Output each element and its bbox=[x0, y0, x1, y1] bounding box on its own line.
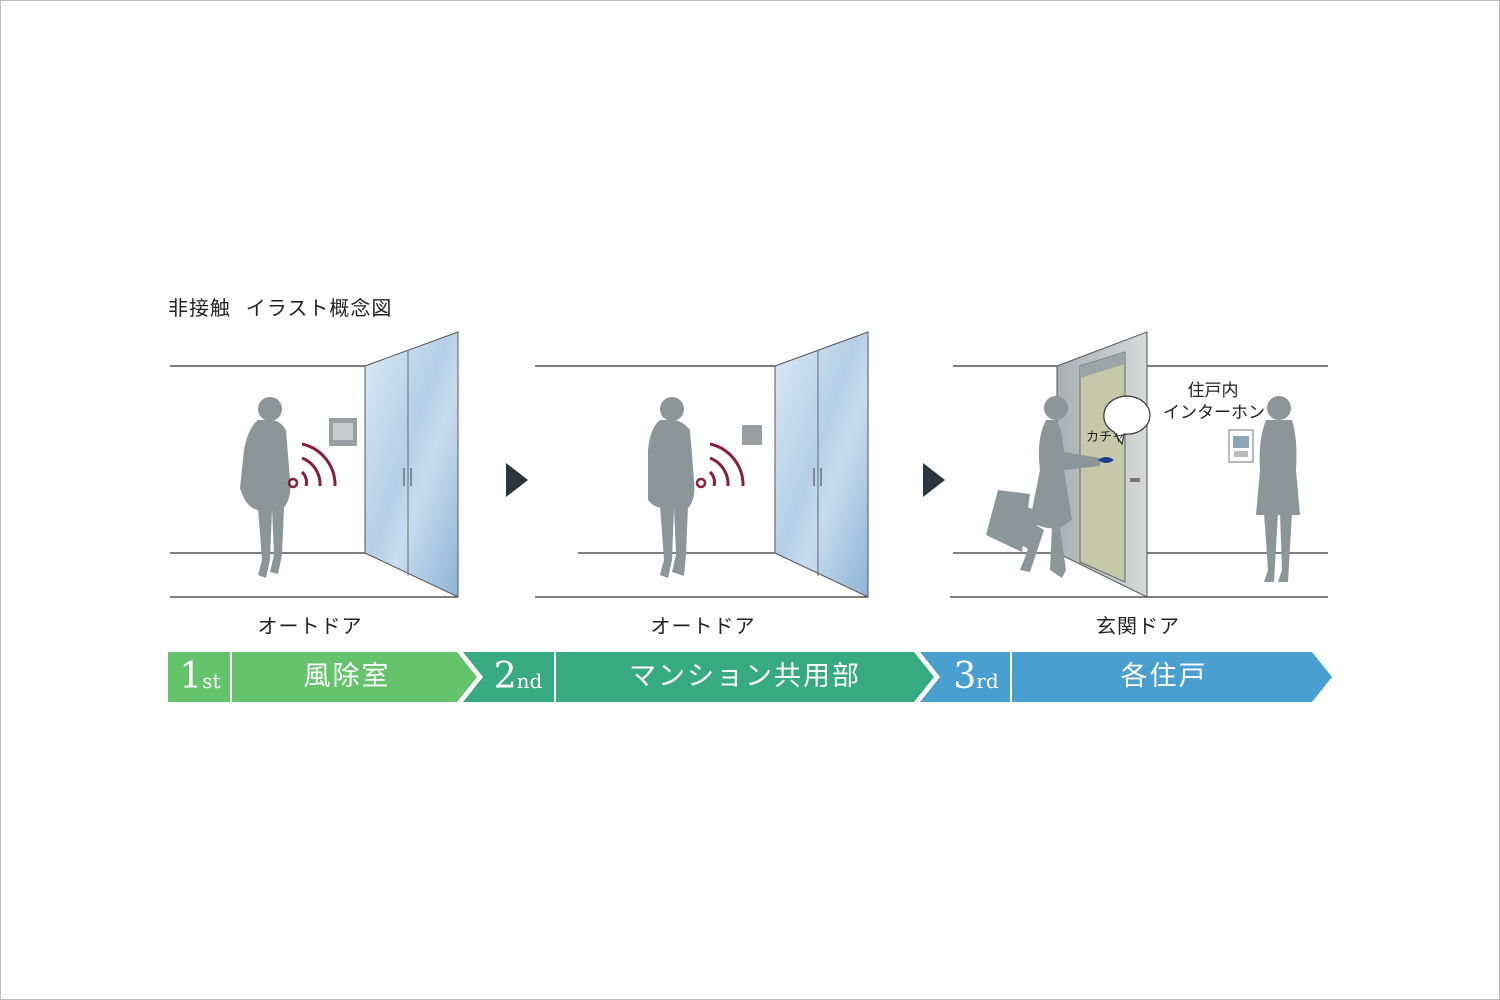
stage-3-label: 各住戸 bbox=[1120, 661, 1208, 692]
stage-3-number: 3 bbox=[953, 656, 977, 697]
person-silhouette bbox=[1256, 396, 1300, 582]
stage-3-segment bbox=[920, 652, 1332, 702]
next-arrow-icon bbox=[923, 463, 945, 497]
panel-1-scene bbox=[170, 331, 459, 598]
stage-3-suffix: rd bbox=[976, 669, 999, 693]
panel-3-caption: 玄関ドア bbox=[1096, 614, 1180, 638]
card-reader bbox=[742, 425, 762, 445]
intercom-label-line1: 住戸内 bbox=[1187, 381, 1239, 401]
stage-1-suffix: st bbox=[202, 669, 221, 693]
stage-2-segment bbox=[463, 652, 934, 702]
next-arrow-icon bbox=[506, 463, 528, 497]
stage-1-segment bbox=[168, 652, 477, 702]
stage-2-number: 2 bbox=[493, 656, 517, 697]
person-silhouette bbox=[986, 396, 1100, 578]
stage-3-ordinal: 3rd bbox=[953, 652, 998, 702]
panel-1-caption: オートドア bbox=[257, 614, 363, 638]
diagram-title: 非接触 イラスト概念図 bbox=[168, 296, 393, 320]
person-silhouette bbox=[648, 397, 695, 578]
intercom-label-line2: インターホン bbox=[1163, 403, 1265, 423]
glass-auto-door bbox=[364, 331, 459, 598]
stage-2-ordinal: 2nd bbox=[494, 652, 543, 702]
glass-auto-door bbox=[774, 331, 869, 598]
speech-bubble-text: カチャ bbox=[1086, 430, 1125, 445]
stage-2-label: マンション共用部 bbox=[629, 661, 861, 692]
panel-2-scene bbox=[535, 331, 869, 598]
stage-bar bbox=[168, 652, 1332, 702]
smart-key-icon bbox=[1098, 457, 1114, 463]
intercom-label: 住戸内 インターホン bbox=[1163, 380, 1265, 424]
panel-3-scene bbox=[950, 331, 1328, 598]
stage-1-number: 1 bbox=[179, 656, 203, 697]
nfc-signal-icon bbox=[287, 442, 337, 489]
panel-2-caption: オートドア bbox=[650, 614, 756, 638]
nfc-signal-icon bbox=[695, 442, 745, 489]
speech-bubble bbox=[1103, 395, 1151, 446]
person-silhouette bbox=[240, 397, 291, 578]
stage-2-suffix: nd bbox=[516, 669, 543, 693]
stage-1-label: 風除室 bbox=[303, 661, 391, 692]
stage-1-ordinal: 1st bbox=[179, 652, 220, 702]
